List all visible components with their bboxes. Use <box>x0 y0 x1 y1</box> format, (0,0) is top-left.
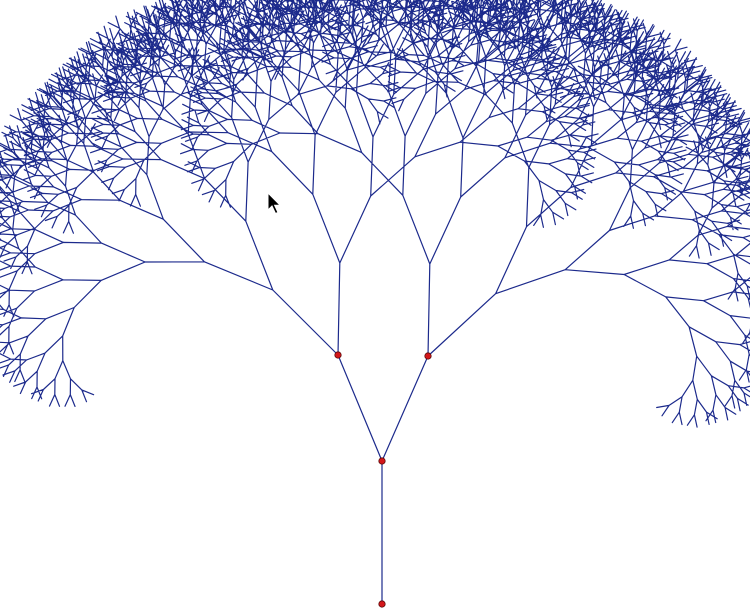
handle-base[interactable] <box>378 600 386 608</box>
handle-left-tip[interactable] <box>334 351 342 359</box>
control-handles[interactable] <box>334 351 432 608</box>
handle-right-tip[interactable] <box>424 352 432 360</box>
handle-fork[interactable] <box>378 457 386 465</box>
arrow-pointer-icon <box>267 191 282 215</box>
